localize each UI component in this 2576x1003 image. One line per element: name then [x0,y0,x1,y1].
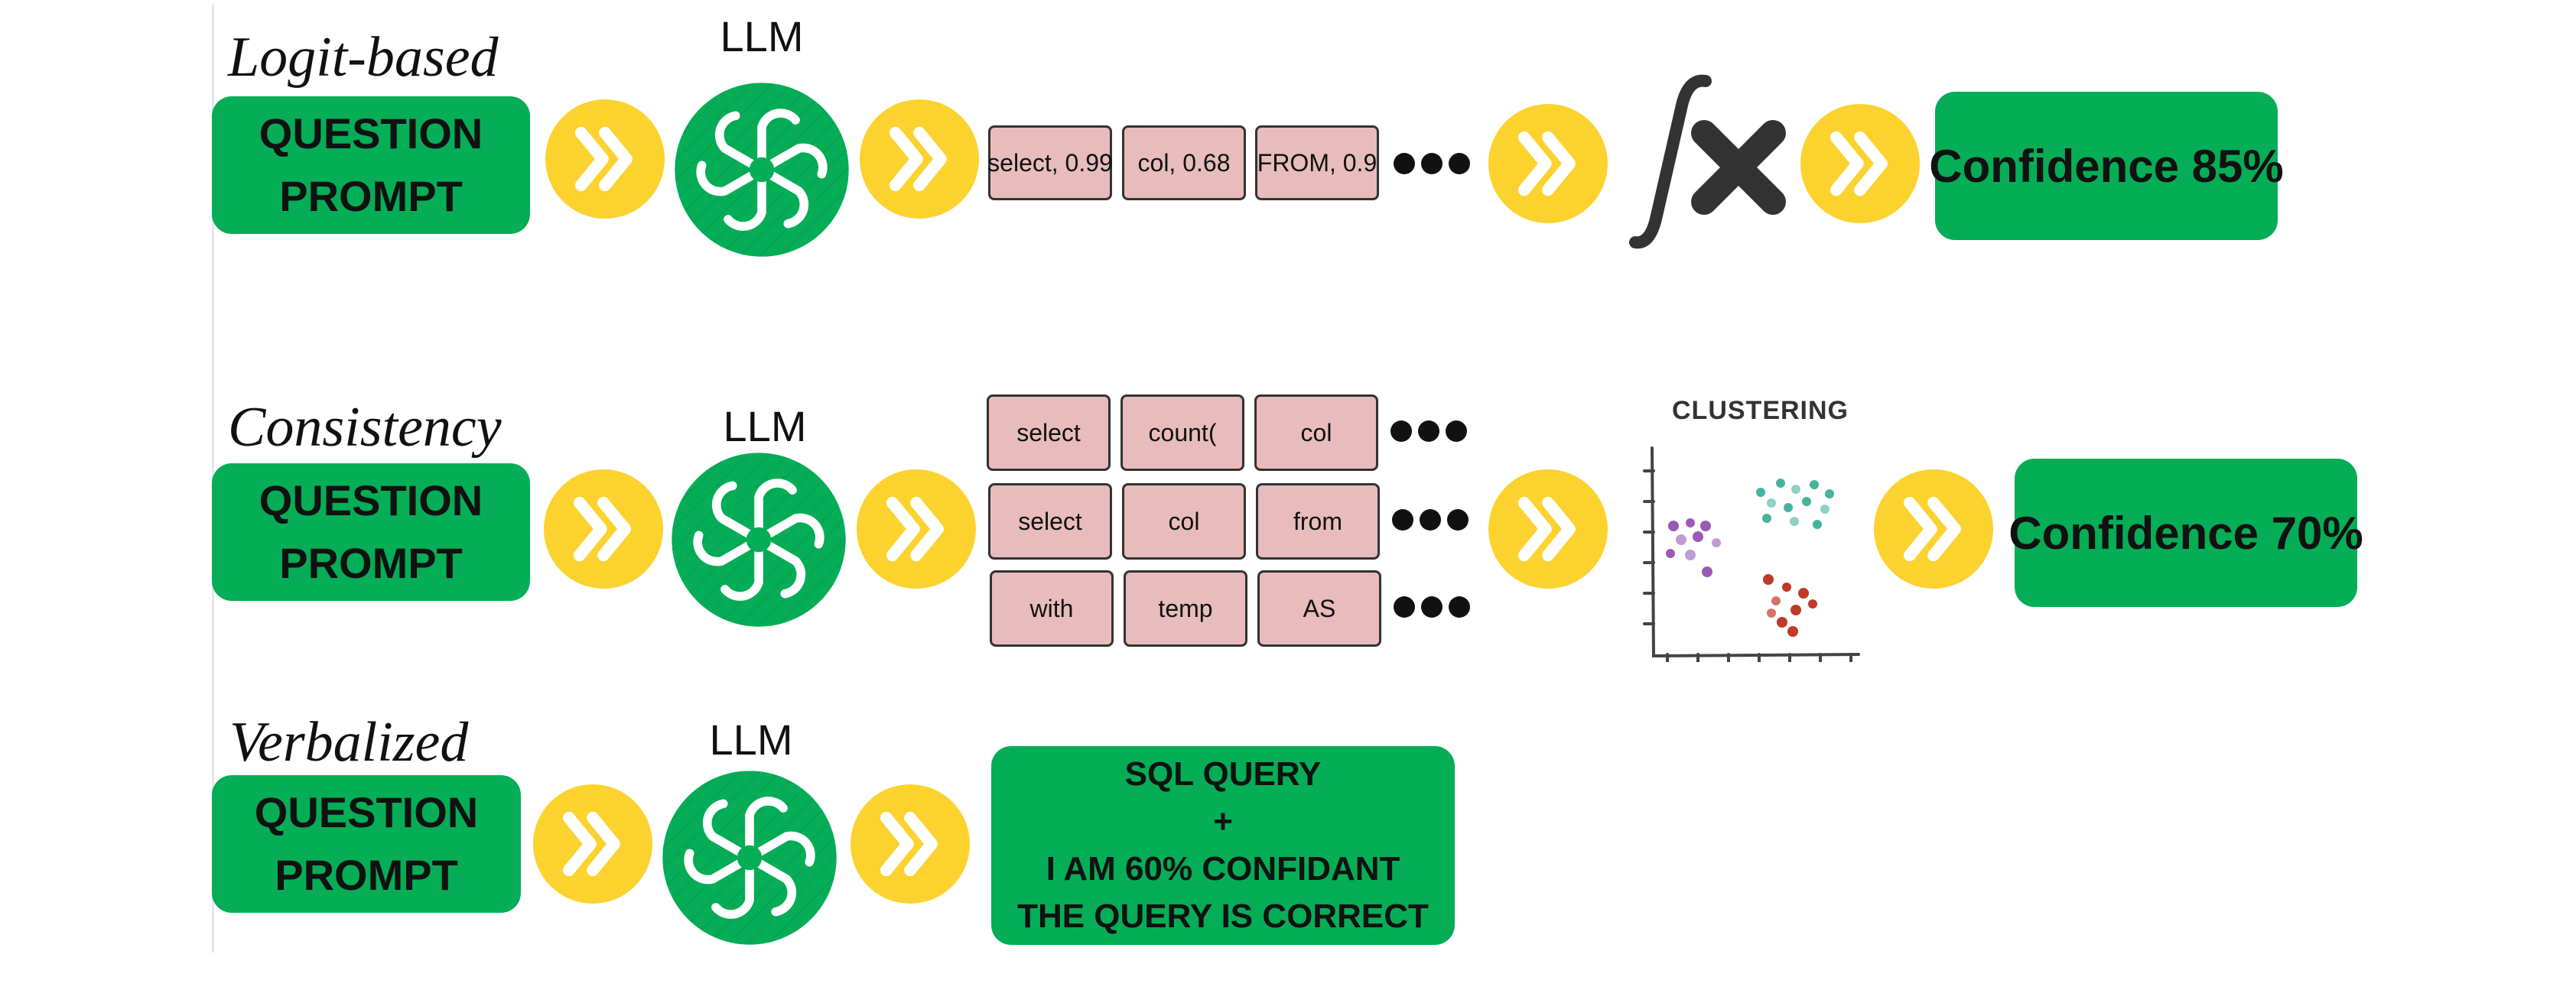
clustering-title: CLUSTERING [1672,396,1849,425]
token-box: select [988,483,1112,560]
token-box: count( [1120,394,1244,471]
method-title-verbalized: Verbalized [229,711,469,774]
ellipsis-icon [1389,506,1472,534]
ellipsis-icon [1390,593,1473,621]
token-box: select, 0.99 [987,125,1113,200]
double-chevron-right-icon [544,469,663,589]
double-chevron-right-icon [1800,104,1920,223]
verbalized-output-box: SQL QUERY + I AM 60% CONFIDANT THE QUERY… [991,746,1455,945]
output-line: I AM 60% CONFIDANT [1046,850,1400,888]
token-box: col [1254,394,1378,471]
llm-label: LLM [709,716,793,764]
double-chevron-right-icon [545,99,665,219]
double-chevron-right-icon [851,784,970,904]
llm-label: LLM [723,402,807,450]
token-box: select [987,394,1111,471]
prompt-line: QUESTION [259,109,483,157]
token-box: from [1256,483,1380,560]
prompt-line: PROMPT [279,539,463,587]
token-box: col [1122,483,1246,560]
confidence-box: Confidence 85% [1929,92,2284,240]
ellipsis-icon [1387,417,1470,445]
confidence-box: Confidence 70% [2008,459,2363,607]
question-prompt-box: QUESTION PROMPT [212,463,530,601]
confidence-text: Confidence 70% [2008,507,2363,559]
prompt-line: PROMPT [275,851,458,899]
question-prompt-box: QUESTION PROMPT [212,96,530,234]
token-box: col, 0.68 [1122,125,1246,200]
output-line: + [1213,803,1233,840]
prompt-line: QUESTION [254,788,479,836]
prompt-line: PROMPT [279,172,463,220]
token-box: with [990,570,1114,647]
double-chevron-right-icon [1874,469,1993,589]
token-box: temp [1124,570,1247,647]
openai-knot-logo-icon [670,451,847,628]
double-chevron-right-icon [860,99,979,219]
token-box: FROM, 0.9 [1255,125,1379,200]
double-chevron-right-icon [857,469,976,589]
openai-knot-logo-icon [673,81,851,258]
output-line: THE QUERY IS CORRECT [1017,898,1429,935]
integral-x-function-icon [1620,70,1788,254]
question-prompt-box: QUESTION PROMPT [212,775,521,913]
openai-knot-logo-icon [661,769,838,946]
prompt-line: QUESTION [259,476,483,524]
method-title-consistency: Consistency [228,396,502,459]
llm-label: LLM [720,12,804,60]
double-chevron-right-icon [1488,104,1608,223]
double-chevron-right-icon [1488,469,1608,589]
output-line: SQL QUERY [1124,755,1322,793]
ellipsis-icon [1390,150,1473,177]
token-box: AS [1257,570,1381,647]
double-chevron-right-icon [533,784,652,904]
scatter-plot-icon [1637,440,1866,662]
confidence-text: Confidence 85% [1929,140,2284,192]
method-title-logit: Logit-based [228,26,499,89]
